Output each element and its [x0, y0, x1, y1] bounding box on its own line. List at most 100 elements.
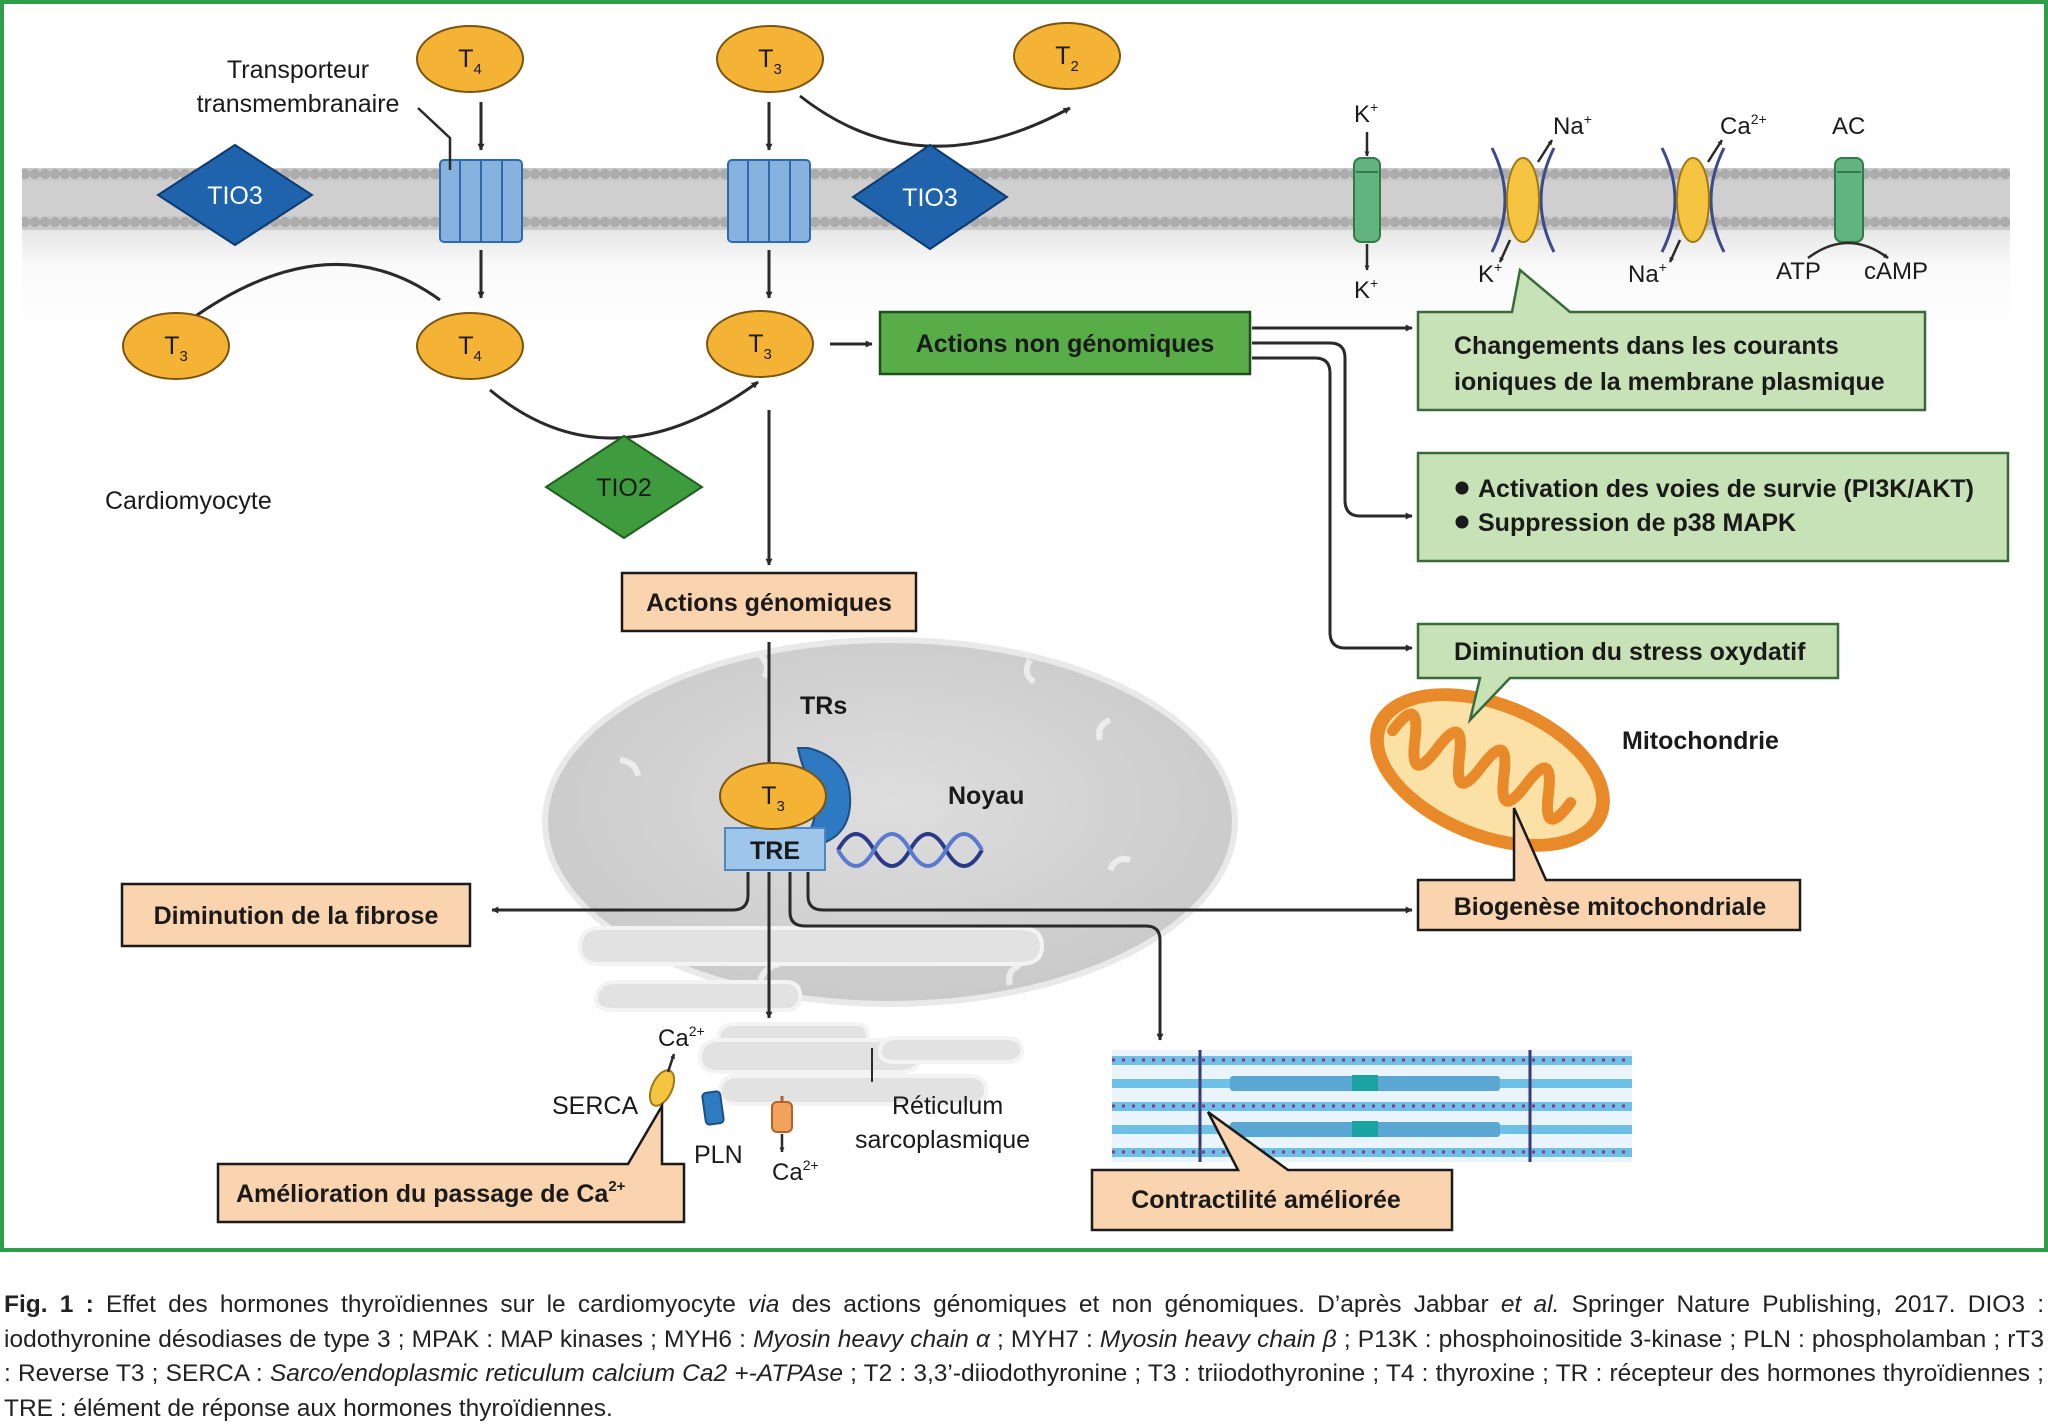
caption-fig-label: Fig. 1 : — [4, 1291, 94, 1318]
biogenese-label: Biogenèse mitochondriale — [1454, 893, 1767, 921]
survival-line1: Activation des voies de survie (PI3K/AKT… — [1478, 475, 1974, 503]
t4-outside-sub: 4 — [473, 61, 481, 78]
tio3-left-label: TIO3 — [207, 182, 263, 210]
oxidative-label: Diminution du stress oxydatif — [1454, 638, 1806, 666]
caption-italic-3: Myosin heavy chain α — [753, 1325, 990, 1353]
svg-text:K+: K+ — [1354, 275, 1378, 304]
t3-nucleus-sub: 3 — [776, 798, 784, 815]
t4-inside-base: T — [458, 332, 473, 360]
svg-text:T2: T2 — [1055, 42, 1079, 75]
hormone-t3-outside: T3 — [716, 25, 824, 93]
dna-helix — [836, 832, 984, 868]
enzyme-tio3-right: TIO3 — [851, 143, 1009, 251]
tre-label: TRE — [750, 837, 800, 865]
tio2-label: TIO2 — [596, 474, 652, 502]
pln-label: PLN — [694, 1141, 743, 1169]
na-top-base: Na — [1553, 113, 1584, 140]
box-genomic: Actions génomiques — [620, 571, 918, 633]
svg-text:Amélioration du passage de Ca2: Amélioration du passage de Ca2+ — [236, 1178, 626, 1208]
box-fibrose: Diminution de la fibrose — [120, 882, 472, 948]
arrow-to-contractility — [788, 872, 1164, 1041]
hormone-t2-outside: T2 — [1013, 22, 1121, 90]
k-channel — [1353, 132, 1381, 271]
enzyme-tio2: TIO2 — [544, 434, 704, 540]
svg-text:Ca2+: Ca2+ — [658, 1023, 705, 1052]
caption-italic-4: Myosin heavy chain β — [1099, 1325, 1337, 1353]
hormone-t3-nucleus: T3 — [719, 762, 827, 830]
atp-label: ATP — [1776, 258, 1821, 285]
arrow-to-oxidative — [1252, 356, 1413, 652]
arrow-to-fibrose — [491, 872, 750, 914]
adenylate-cyclase — [1807, 157, 1889, 260]
calcium-label-base: Amélioration du passage de Ca — [236, 1180, 609, 1208]
caption-text-6: ; T2 : 3,3’-diiodothyronine ; T3 : triio… — [4, 1360, 2044, 1422]
k-bottom-sup: + — [1370, 275, 1378, 291]
ionic-line1: Changements dans les courants — [1454, 332, 1839, 360]
k-top-base: K — [1354, 101, 1370, 128]
t3-nucleus-base: T — [761, 782, 776, 810]
ca-sr-bottom-base: Ca — [772, 1159, 803, 1186]
survival-line2: Suppression de p38 MAPK — [1478, 509, 1796, 537]
svg-text:K+: K+ — [1354, 99, 1378, 128]
serca-pump — [648, 1053, 676, 1107]
box-ionic-currents: Changements dans les courants ioniques d… — [1416, 267, 1927, 412]
tio3-right-label: TIO3 — [902, 184, 958, 212]
hormone-t3-inside: T3 — [706, 310, 814, 378]
caption-italic-1: via — [748, 1291, 780, 1318]
na-k-exchanger — [1490, 139, 1556, 263]
hormone-t4-outside: T4 — [416, 25, 524, 93]
svg-text:T4: T4 — [458, 332, 482, 365]
mitochondrie-label: Mitochondrie — [1622, 727, 1779, 755]
ca-sr-bottom-sup: 2+ — [803, 1157, 819, 1173]
svg-text:Na+: Na+ — [1628, 259, 1667, 288]
t3-left-base: T — [164, 332, 179, 360]
ionic-line2: ioniques de la membrane plasmique — [1454, 368, 1885, 396]
t3-inside-base: T — [748, 330, 763, 358]
caption-italic-2: et al. — [1500, 1291, 1560, 1318]
genomic-label: Actions génomiques — [646, 589, 892, 617]
mitochondrion — [1370, 688, 1610, 852]
arrow-to-biogenese — [806, 872, 1413, 914]
t2-outside-sub: 2 — [1070, 58, 1078, 75]
na-ca-exchanger — [1660, 139, 1726, 263]
hormone-t3-left: T3 — [122, 312, 230, 380]
t3-inside-sub: 3 — [763, 346, 771, 363]
camp-label: cAMP — [1864, 258, 1928, 285]
arrow-t4-to-t3-left — [189, 263, 441, 322]
ac-label: AC — [1832, 113, 1865, 140]
non-genomic-label: Actions non génomiques — [916, 330, 1215, 358]
k-bottom-base: K — [1354, 277, 1370, 304]
trs-label: TRs — [800, 692, 847, 720]
t2-outside-base: T — [1055, 42, 1070, 70]
caption-italic-5: Sarco/endoplasmic reticulum calcium Ca2 … — [269, 1360, 843, 1387]
box-contractility: Contractilité améliorée — [1090, 1110, 1454, 1232]
arrow-to-survival — [1252, 341, 1413, 520]
caption-text-1: Effet des hormones thyroïdiennes sur le … — [93, 1291, 749, 1318]
cardiomyocyte-label: Cardiomyocyte — [105, 487, 272, 515]
contractility-label: Contractilité améliorée — [1131, 1186, 1401, 1214]
pln-protein — [701, 1090, 725, 1126]
svg-text:Ca2+: Ca2+ — [1720, 111, 1767, 140]
calcium-label-sup: 2+ — [608, 1178, 625, 1195]
transporter-label-line1: Transporteur — [227, 56, 369, 84]
box-biogenese: Biogenèse mitochondriale — [1416, 807, 1802, 932]
na-bottom-base: Na — [1628, 261, 1659, 288]
t3-left-sub: 3 — [179, 348, 187, 365]
svg-text:T3: T3 — [761, 782, 785, 815]
k-top-sup: + — [1370, 99, 1378, 115]
nucleus — [542, 637, 1238, 1007]
serca-label: SERCA — [552, 1092, 638, 1120]
noyau-label: Noyau — [948, 782, 1024, 810]
ca-top-sup: 2+ — [1751, 111, 1767, 127]
k-left-bottom-base: K — [1478, 261, 1494, 288]
transporter-left — [439, 159, 523, 243]
t3-outside-sub: 3 — [773, 61, 781, 78]
svg-text:K+: K+ — [1478, 259, 1502, 288]
svg-text:Ca2+: Ca2+ — [772, 1157, 819, 1186]
fibrose-label: Diminution de la fibrose — [154, 902, 439, 930]
svg-text:T3: T3 — [748, 330, 772, 363]
sarcoplasmic-reticulum — [577, 926, 1045, 1106]
svg-text:T3: T3 — [758, 45, 782, 78]
box-calcium-passage: Amélioration du passage de Ca2+ — [216, 1101, 686, 1224]
